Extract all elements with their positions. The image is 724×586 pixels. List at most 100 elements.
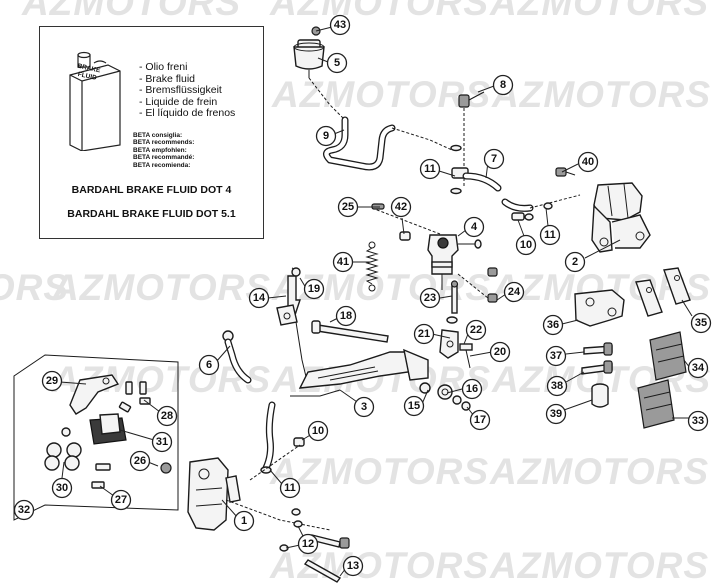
svg-text:40: 40 — [582, 156, 594, 168]
callout-9: 9 — [315, 125, 337, 147]
svg-text:43: 43 — [334, 19, 346, 31]
recommendation-item: BETA recommandé: — [133, 154, 195, 162]
brake-fluid-reservoir — [293, 26, 325, 78]
svg-text:9: 9 — [323, 130, 329, 142]
callout-3: 3 — [353, 396, 375, 418]
svg-text:23: 23 — [424, 292, 436, 304]
banjo-fitting — [450, 91, 485, 195]
callout-1: 1 — [233, 510, 255, 532]
svg-text:38: 38 — [551, 380, 563, 392]
caliper-hose — [462, 172, 581, 212]
svg-text:5: 5 — [334, 57, 340, 69]
caliper-kit-box — [13, 354, 179, 521]
spare-parts — [574, 267, 691, 429]
callout-7: 7 — [483, 148, 505, 170]
svg-text:31: 31 — [156, 436, 168, 448]
svg-text:32: 32 — [18, 504, 30, 516]
fluid-name-item: - Bremsflüssigkeit — [139, 84, 222, 96]
watermark: AZMOTORS — [489, 451, 709, 492]
callout-35: 35 — [690, 312, 712, 334]
svg-text:11: 11 — [424, 163, 436, 175]
svg-text:35: 35 — [695, 317, 707, 329]
callout-14: 14 — [248, 287, 270, 309]
callout-12: 12 — [297, 533, 319, 555]
callout-11: 11 — [539, 224, 561, 246]
watermark: AZMOTORS — [491, 74, 711, 115]
fluid-name-item: - Brake fluid — [139, 72, 196, 85]
svg-text:18: 18 — [340, 310, 352, 322]
callout-5: 5 — [326, 52, 348, 74]
recommendation-item: BETA empfohlen: — [133, 146, 187, 154]
callout-43: 43 — [329, 14, 351, 36]
caliper-1-hose — [249, 401, 305, 481]
callout-16: 16 — [461, 378, 483, 400]
recommendation-item: BETA recomienda: — [133, 161, 191, 169]
svg-text:37: 37 — [550, 350, 562, 362]
fluid-name-list: - Olio freni - Brake fluid - Bremsflüssi… — [139, 61, 235, 120]
watermark: AZMOTORS — [51, 267, 271, 308]
watermark: AZMOTORS — [21, 0, 241, 23]
svg-text:11: 11 — [284, 482, 296, 494]
return-spring — [365, 241, 379, 292]
callout-33: 33 — [687, 410, 709, 432]
svg-text:39: 39 — [550, 408, 562, 420]
callout-32: 32 — [13, 499, 35, 521]
callout-28: 28 — [156, 405, 178, 427]
callout-11: 11 — [279, 477, 301, 499]
svg-text:3: 3 — [361, 401, 367, 413]
svg-text:15: 15 — [408, 400, 420, 412]
callout-20: 20 — [489, 341, 511, 363]
master-cylinder — [371, 203, 498, 303]
callout-11: 11 — [419, 158, 441, 180]
fitting-19 — [291, 267, 301, 277]
fluid-name-item: - Olio freni — [139, 61, 188, 73]
svg-text:34: 34 — [692, 362, 705, 374]
callout-31: 31 — [151, 431, 173, 453]
watermark: AZMOTORS — [0, 267, 69, 308]
brake-pedal — [290, 348, 471, 411]
callout-26: 26 — [129, 450, 151, 472]
callout-42: 42 — [390, 196, 412, 218]
svg-text:2: 2 — [572, 256, 578, 268]
callout-34: 34 — [687, 357, 709, 379]
svg-text:20: 20 — [494, 346, 506, 358]
svg-text:27: 27 — [115, 494, 127, 506]
svg-text:42: 42 — [395, 201, 407, 213]
svg-text:29: 29 — [46, 375, 58, 387]
callout-10: 10 — [515, 234, 537, 256]
watermark: AZMOTORS — [271, 74, 491, 115]
leader-lines — [19, 26, 693, 577]
svg-text:17: 17 — [474, 414, 486, 426]
svg-text:28: 28 — [161, 410, 173, 422]
watermark: AZMOTORS — [489, 545, 709, 586]
watermark: AZMOTORS — [489, 0, 709, 23]
callout-19: 19 — [303, 278, 325, 300]
svg-text:6: 6 — [206, 359, 212, 371]
callout-2: 2 — [564, 251, 586, 273]
callout-36: 36 — [542, 314, 564, 336]
callout-18: 18 — [335, 305, 357, 327]
callout-13: 13 — [342, 555, 364, 577]
callout-22: 22 — [465, 319, 487, 341]
svg-text:8: 8 — [500, 79, 506, 91]
callout-39: 39 — [545, 403, 567, 425]
callout-labels: 43 5 9 8 7 11 40 11 10 2 4 25 42 41 24 2… — [13, 14, 712, 577]
callout-25: 25 — [337, 196, 359, 218]
svg-text:30: 30 — [56, 482, 68, 494]
callout-41: 41 — [332, 251, 354, 273]
svg-text:10: 10 — [312, 425, 324, 437]
pivot-bolt — [311, 320, 389, 343]
recommendation-item: BETA consiglia: — [133, 132, 183, 139]
brake-fluid-can-icon — [69, 51, 121, 151]
svg-text:16: 16 — [466, 383, 478, 395]
callout-6: 6 — [198, 354, 220, 376]
svg-text:33: 33 — [692, 415, 704, 427]
callout-37: 37 — [545, 345, 567, 367]
callout-10: 10 — [307, 420, 329, 442]
callout-23: 23 — [419, 287, 441, 309]
svg-text:36: 36 — [547, 319, 559, 331]
callout-21: 21 — [413, 323, 435, 345]
callout-30: 30 — [51, 477, 73, 499]
product-dot4: BARDAHL BRAKE FLUID DOT 4 — [71, 184, 232, 196]
